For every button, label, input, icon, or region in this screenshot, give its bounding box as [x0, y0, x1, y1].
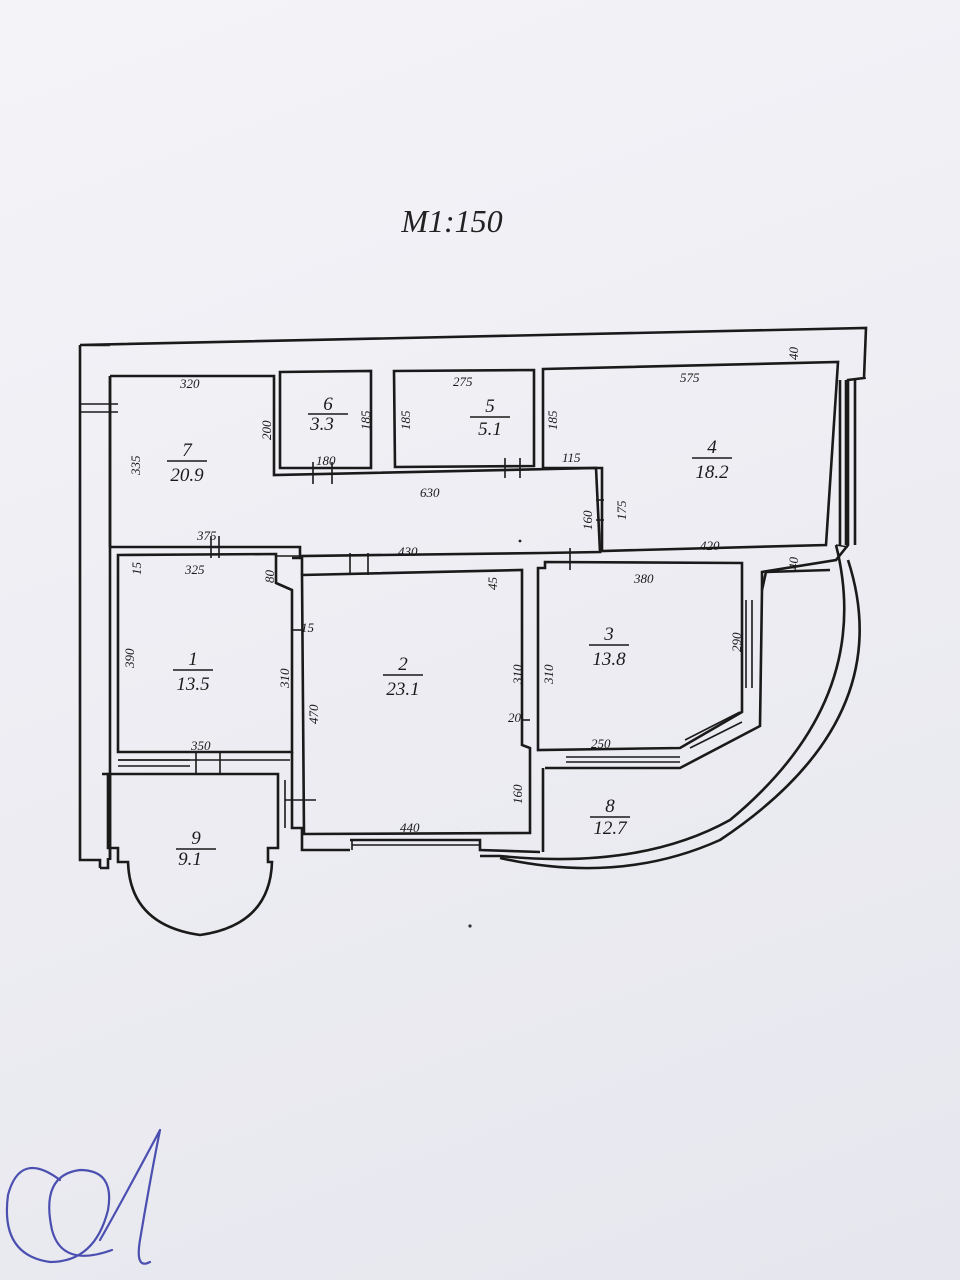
- svg-text:250: 250: [591, 736, 611, 751]
- svg-text:15: 15: [301, 620, 315, 635]
- svg-text:310: 310: [541, 664, 556, 685]
- ink-dot: [518, 539, 522, 543]
- room-9-walls: [106, 772, 280, 937]
- svg-text:185: 185: [358, 410, 373, 430]
- svg-text:185: 185: [545, 410, 560, 430]
- svg-text:80: 80: [262, 570, 277, 584]
- outer-walls: [78, 326, 868, 870]
- room-5-walls: [392, 368, 536, 469]
- svg-text:335: 335: [128, 455, 143, 476]
- svg-text:23.1: 23.1: [386, 679, 419, 700]
- svg-text:350: 350: [190, 738, 211, 753]
- room-7-label: 7 20.9: [167, 440, 207, 486]
- svg-text:4: 4: [707, 437, 717, 458]
- svg-text:180: 180: [316, 453, 336, 468]
- room-1-label: 1 13.5: [173, 649, 213, 695]
- svg-text:9: 9: [191, 828, 201, 849]
- interior-lines: [118, 555, 300, 761]
- svg-text:470: 470: [306, 704, 321, 724]
- room-9-label: 9 9.1: [176, 828, 216, 870]
- svg-text:13.8: 13.8: [592, 649, 626, 670]
- room-2-label: 2 23.1: [383, 654, 423, 700]
- svg-text:440: 440: [400, 820, 420, 835]
- svg-text:310: 310: [277, 668, 292, 689]
- room-4-walls: [541, 360, 840, 553]
- svg-text:13.5: 13.5: [176, 674, 209, 695]
- room-8-walls: [545, 568, 831, 770]
- svg-text:3.3: 3.3: [309, 414, 334, 435]
- door-marks: [210, 458, 604, 721]
- svg-text:40: 40: [786, 557, 801, 571]
- room-1-walls: [116, 552, 294, 754]
- interior-walls: [290, 556, 541, 854]
- dimension-labels: 320 335 200 375 185 180 275 185 575 185 …: [122, 347, 801, 836]
- svg-text:18.2: 18.2: [695, 462, 729, 483]
- svg-text:40: 40: [786, 347, 801, 361]
- svg-text:6: 6: [323, 394, 333, 415]
- room-4-label: 4 18.2: [692, 437, 732, 483]
- svg-text:5: 5: [485, 396, 495, 417]
- room-2-walls: [300, 568, 532, 836]
- room-labels: 1 13.5 2 23.1 3 13.8 4 18.2 5 5.1 6 3.3: [167, 394, 732, 870]
- svg-text:310: 310: [510, 664, 525, 685]
- svg-text:160: 160: [580, 510, 595, 530]
- svg-text:12.7: 12.7: [593, 818, 628, 839]
- svg-text:20: 20: [508, 710, 522, 725]
- svg-text:275: 275: [453, 374, 473, 389]
- svg-text:320: 320: [179, 376, 200, 391]
- scale-label: М1:150: [400, 203, 502, 239]
- svg-text:430: 430: [398, 544, 418, 559]
- room-8-label: 8 12.7: [590, 796, 630, 839]
- room-6-walls: [278, 369, 373, 470]
- svg-text:5.1: 5.1: [478, 419, 502, 440]
- svg-text:9.1: 9.1: [178, 849, 202, 870]
- room-3-walls: [536, 560, 744, 752]
- svg-text:45: 45: [485, 577, 500, 591]
- svg-text:420: 420: [700, 538, 720, 553]
- ink-dot: [468, 924, 472, 928]
- svg-text:630: 630: [420, 485, 440, 500]
- svg-text:20.9: 20.9: [170, 465, 204, 486]
- svg-text:200: 200: [259, 420, 274, 440]
- svg-text:7: 7: [182, 440, 193, 461]
- svg-text:160: 160: [510, 784, 525, 804]
- svg-text:575: 575: [680, 370, 700, 385]
- windows: [80, 403, 753, 850]
- svg-text:290: 290: [729, 632, 744, 652]
- room-6-label: 6 3.3: [308, 394, 348, 435]
- svg-text:2: 2: [398, 654, 408, 675]
- svg-text:390: 390: [122, 648, 137, 669]
- svg-text:3: 3: [603, 624, 614, 645]
- svg-text:325: 325: [184, 562, 205, 577]
- handwritten-signature: [5, 1128, 162, 1265]
- svg-text:375: 375: [196, 528, 217, 543]
- room-3-label: 3 13.8: [589, 624, 629, 670]
- svg-text:380: 380: [633, 571, 654, 586]
- svg-text:175: 175: [614, 500, 629, 520]
- svg-text:115: 115: [562, 450, 581, 465]
- svg-text:185: 185: [398, 410, 413, 430]
- svg-text:1: 1: [188, 649, 198, 670]
- svg-text:15: 15: [129, 562, 144, 576]
- svg-text:8: 8: [605, 796, 615, 817]
- room-5-label: 5 5.1: [470, 396, 510, 440]
